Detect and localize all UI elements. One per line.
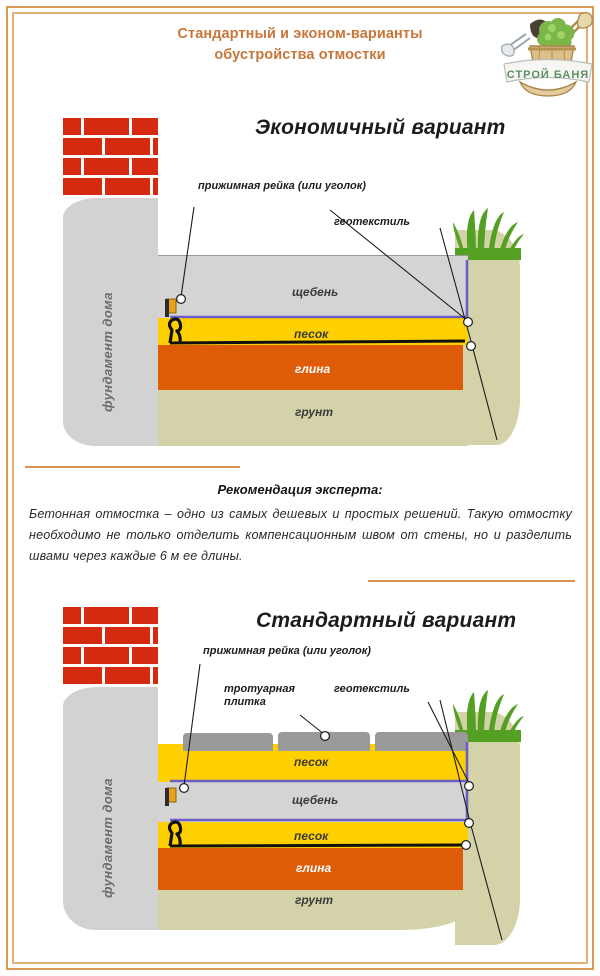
layer-label-sand: песок — [294, 327, 329, 341]
diagram-economy-variant: Экономичный вариант — [0, 0, 600, 455]
callout-clamping-strip: прижимная рейка (или уголок) — [198, 180, 366, 192]
layer-gravel-2 — [158, 781, 468, 822]
paving-tile-2 — [278, 732, 370, 751]
frame-inner-border — [12, 12, 588, 964]
callout-geotextile-2: геотекстиль — [334, 683, 410, 695]
callout-clamping-strip-2: прижимная рейка (или уголок) — [203, 645, 371, 657]
brick-wall — [63, 118, 158, 200]
layer-label-sand-upper: песок — [294, 755, 329, 769]
layer-label-ground-2: грунт — [295, 893, 334, 907]
brick-wall-2 — [63, 607, 158, 689]
paving-tile-3 — [375, 732, 468, 751]
diagram-standard-title: Стандартный вариант — [256, 609, 517, 632]
callout-paving-tile-line2: плитка — [224, 696, 266, 708]
layer-sand-lower — [158, 820, 468, 848]
layer-label-sand-lower: песок — [294, 829, 329, 843]
callout-geotextile: геотекстиль — [334, 216, 410, 228]
callout-paving-tile-line1: тротуарная — [224, 683, 295, 695]
paving-tile-1 — [183, 733, 273, 751]
layer-clay — [158, 342, 463, 390]
divider-top — [25, 466, 240, 468]
expert-body: Бетонная отмостка – одно из самых дешевы… — [29, 507, 572, 563]
logo-text: СТРОЙ БАНЯ — [507, 68, 589, 81]
house-foundation — [63, 198, 158, 446]
layer-label-gravel: щебень — [292, 285, 339, 299]
frame-outer-border — [6, 6, 594, 970]
page-title-line-2: обустройства отмостки — [214, 47, 386, 63]
page-title: Стандартный и эконом-варианты обустройст… — [0, 24, 600, 66]
layer-label-clay: глина — [295, 362, 331, 376]
layer-label-clay-2: глина — [296, 861, 332, 875]
diagram-economy-title: Экономичный вариант — [255, 116, 506, 139]
layer-label-ground: грунт — [295, 405, 334, 419]
stroy-banya-logo: СТРОЙ БАНЯ — [500, 8, 596, 100]
divider-bottom — [368, 580, 575, 582]
expert-title: Рекомендация эксперта: — [217, 482, 383, 497]
layer-clay-2 — [158, 845, 463, 890]
page-title-line-1: Стандартный и эконом-варианты — [177, 26, 423, 42]
house-foundation-2 — [63, 687, 158, 930]
layer-label-gravel-2: щебень — [292, 793, 339, 807]
foundation-label-2: фундамент дома — [100, 778, 115, 898]
